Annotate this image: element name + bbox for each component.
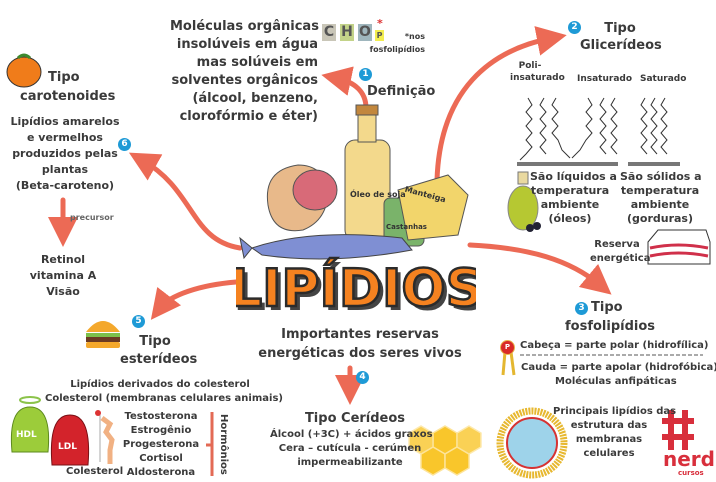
glyceride-structures bbox=[519, 97, 668, 161]
precursor-label: precursor bbox=[70, 213, 114, 222]
hdl-character-icon bbox=[10, 396, 50, 453]
liquid-bar bbox=[517, 162, 618, 166]
badge-4: 4 bbox=[356, 371, 369, 384]
carotenoides-title-1: Tipo bbox=[48, 70, 80, 85]
fosfolipidios-title-1: Tipo bbox=[591, 300, 623, 315]
nerd-logo-text: nerd bbox=[663, 447, 715, 471]
poli-insaturado-label: Poli-insaturado bbox=[510, 61, 565, 83]
ldl-character-icon bbox=[50, 414, 90, 466]
element-p: P bbox=[375, 30, 384, 41]
saturado-label: Saturado bbox=[640, 74, 687, 84]
cholesterol-label: Colesterol bbox=[66, 466, 124, 477]
nerd-logo-icon bbox=[662, 410, 694, 450]
lipidios-title: LIPÍDIOS LIPÍDIOS bbox=[236, 257, 476, 323]
nuts-label: Castanhas bbox=[386, 223, 427, 231]
solid-bar bbox=[628, 162, 680, 166]
bacon-icon bbox=[647, 229, 711, 265]
phospholipid-icon bbox=[501, 351, 516, 376]
tail-text: Cauda = parte apolar (hidrofóbica) bbox=[521, 362, 716, 373]
element-o: O bbox=[358, 24, 372, 41]
element-c: C bbox=[322, 24, 336, 41]
arrow-carotenoides bbox=[128, 152, 243, 251]
nerd-logo-subtext: cursos bbox=[678, 469, 704, 477]
cholesterol-molecule-icon bbox=[95, 410, 115, 464]
definition-label: Definição bbox=[367, 84, 436, 99]
hormones-bracket bbox=[206, 412, 214, 476]
badge-2: 2 bbox=[568, 21, 581, 34]
head-text: Cabeça = parte polar (hidrofílica) bbox=[520, 340, 709, 351]
svg-text:LIPÍDIOS: LIPÍDIOS bbox=[236, 258, 476, 319]
oil-label: Óleo de soja bbox=[350, 190, 406, 199]
badge-3: 3 bbox=[575, 302, 588, 315]
pumpkin-icon bbox=[6, 53, 42, 88]
arrow-esterideos bbox=[150, 279, 239, 320]
amphipathic-text: Moléculas anfipáticas bbox=[555, 376, 677, 387]
honeycomb-icon bbox=[408, 425, 482, 476]
cerideos-title: Tipo Cerídeos bbox=[304, 411, 406, 426]
svg-text:LIPÍDIOS: LIPÍDIOS bbox=[236, 262, 476, 323]
ldl-label: LDL bbox=[58, 442, 77, 452]
insaturado-label: Insaturado bbox=[577, 74, 633, 84]
asterisk: * bbox=[377, 17, 383, 30]
arrow-definition bbox=[321, 66, 369, 111]
burger-icon bbox=[86, 321, 120, 348]
element-h: H bbox=[340, 24, 354, 41]
phosphate-head-icon: P bbox=[500, 340, 515, 355]
arrow-glicerideos bbox=[434, 26, 567, 183]
food-illustration bbox=[239, 104, 469, 260]
fosfolipidios-title-2: fosfolipídios bbox=[565, 319, 656, 334]
hormones-label: Hormônios bbox=[218, 414, 229, 475]
micelle-icon bbox=[496, 407, 568, 479]
arrow-fosfolipidios bbox=[467, 242, 612, 295]
olive-oil-icon bbox=[507, 171, 541, 232]
badge-1: 1 bbox=[359, 68, 372, 81]
carotenoides-title-2: carotenoides bbox=[20, 89, 116, 104]
hdl-label: HDL bbox=[16, 430, 37, 440]
badge-6: 6 bbox=[118, 138, 131, 151]
badge-5: 5 bbox=[132, 315, 145, 328]
